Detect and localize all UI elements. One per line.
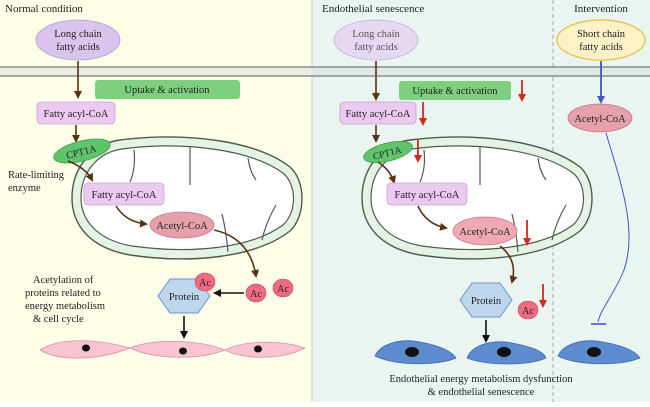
- acetylcoa-to-protein-arrow-senescence: [499, 245, 518, 284]
- facoa-to-acetylcoa-arrow: [115, 205, 148, 228]
- acetyl-coa-intervention: Acetyl-CoA: [567, 103, 633, 133]
- cell-membrane-right: [312, 66, 650, 77]
- protein-label: Protein: [471, 296, 502, 307]
- protein-senescence: Protein: [459, 282, 513, 318]
- ac-group-free-2: Ac: [272, 278, 294, 298]
- scfa-label-line2: fatty acids: [579, 42, 622, 53]
- acetylation-text-line2: proteins related to: [25, 288, 101, 299]
- acetyl-coa-label: Acetyl-CoA: [459, 227, 511, 238]
- ac-label: Ac: [250, 289, 262, 300]
- senescence-panel-title: Endothelial senescence: [322, 3, 424, 15]
- endothelial-cell-blue-3: [557, 340, 641, 365]
- fatty-acyl-coa-label: Fatty acyl-CoA: [345, 109, 410, 120]
- ac-label: Ac: [199, 278, 211, 289]
- endothelial-cell-blue-2: [466, 341, 547, 365]
- acetylation-text-line4: & cell cycle: [33, 314, 84, 325]
- senescence-caption-line2: & endothelial senescence: [428, 387, 535, 398]
- fatty-acyl-coa-matrix-normal: Fatty acyl-CoA: [83, 182, 165, 206]
- facoa-to-acetylcoa-arrow-senescence: [417, 205, 448, 231]
- lcfa-label-line1: Long chain: [352, 29, 400, 40]
- acetyl-coa-label: Acetyl-CoA: [156, 221, 208, 232]
- acetylcoa-to-ac-arrow: [213, 229, 260, 278]
- acetyl-coa-senescence: Acetyl-CoA: [452, 216, 518, 246]
- fatty-acyl-coa-label: Fatty acyl-CoA: [43, 109, 108, 120]
- ac-group-free-1: Ac: [245, 283, 267, 303]
- fatty-acyl-coa-cytosol-normal: Fatty acyl-CoA: [36, 101, 116, 125]
- cell-membrane-left: [0, 66, 312, 77]
- scfa-label-line1: Short chain: [577, 29, 626, 40]
- protein-label: Protein: [169, 292, 200, 303]
- cpt1a-to-inner-facoa-arrow-senescence: [377, 161, 396, 184]
- rate-limiting-label-line1: Rate-limiting: [8, 170, 65, 181]
- acetyl-coa-normal: Acetyl-CoA: [149, 211, 215, 239]
- acetyl-coa-label: Acetyl-CoA: [574, 114, 626, 125]
- lcfa-label-line2: fatty acids: [354, 42, 397, 53]
- inner-fatty-acyl-coa-label: Fatty acyl-CoA: [91, 190, 156, 201]
- uptake-activation-label: Uptake & activation: [412, 86, 498, 97]
- cpt1a-enzyme-senescence: CPT1A: [363, 140, 413, 164]
- fatty-acyl-coa-matrix-senescence: Fatty acyl-CoA: [386, 182, 468, 206]
- lcfa-label-line2: fatty acids: [56, 42, 99, 53]
- cpt1a-enzyme-normal: CPT1A: [53, 138, 111, 164]
- fatty-acyl-coa-cytosol-senescence: Fatty acyl-CoA: [339, 101, 417, 125]
- uptake-activation-box-normal: Uptake & activation: [95, 80, 240, 99]
- rate-limiting-label-line2: enzyme: [8, 183, 41, 194]
- mitochondrion-senescence: [361, 136, 593, 260]
- acetylation-text-line1: Acetylation of: [33, 275, 94, 286]
- uptake-activation-label: Uptake & activation: [124, 85, 210, 96]
- inner-fatty-acyl-coa-label: Fatty acyl-CoA: [394, 190, 459, 201]
- endothelial-cell-blue-1: [374, 340, 457, 365]
- ac-group-bound-normal: Ac: [194, 272, 216, 292]
- intervention-panel-title: Intervention: [574, 3, 628, 15]
- endothelial-cell-pink-3: [224, 341, 307, 358]
- ac-label: Ac: [277, 284, 289, 295]
- cpt1a-to-inner-facoa-arrow: [67, 160, 93, 182]
- scfa-node: Short chain fatty acids: [556, 19, 646, 61]
- normal-panel-title: Normal condition: [5, 3, 83, 15]
- lcfa-label-line1: Long chain: [54, 29, 102, 40]
- senescence-caption-line1: Endothelial energy metabolism dysfunctio…: [389, 374, 573, 385]
- lcfa-node-senescence: Long chain fatty acids: [333, 19, 419, 61]
- acetylation-text-line3: energy metabolism: [25, 301, 105, 312]
- inhibition-line: [597, 132, 630, 323]
- ac-label: Ac: [522, 306, 534, 317]
- ac-group-bound-senescence: Ac: [517, 300, 539, 320]
- lcfa-node-normal: Long chain fatty acids: [35, 19, 121, 61]
- uptake-activation-box-senescence: Uptake & activation: [399, 81, 511, 100]
